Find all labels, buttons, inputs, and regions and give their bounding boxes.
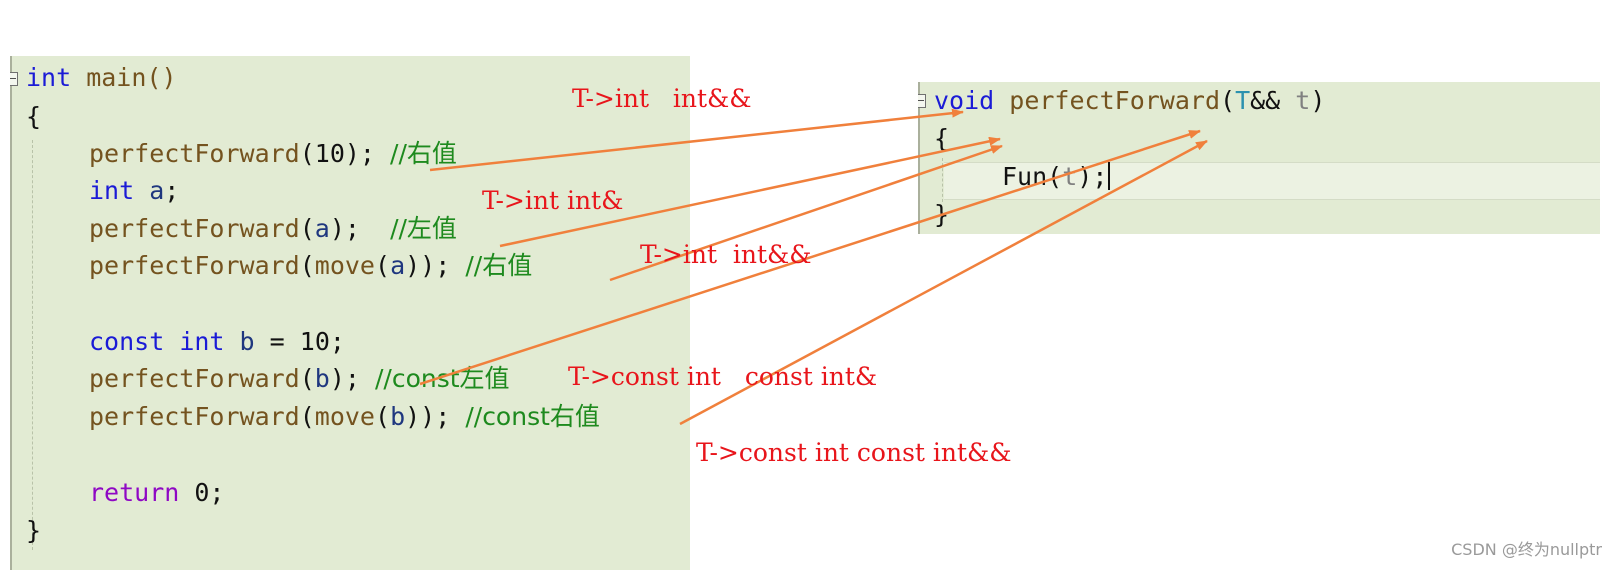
code-line-call-rvalue-literal: perfectForward(10); //右值 <box>89 135 457 173</box>
watermark: CSDN @终为nullptr <box>1451 540 1602 559</box>
arrow-move-a <box>609 144 1003 282</box>
current-line-highlight <box>944 162 1600 200</box>
keyword: return <box>89 478 180 507</box>
punctuation: )); <box>405 251 466 280</box>
fold-toggle-icon[interactable] <box>918 94 926 108</box>
code-line-call-move-b: perfectForward(move(b)); //const右值 <box>89 398 600 436</box>
keyword: int <box>89 176 135 205</box>
punctuation: && <box>1250 86 1296 115</box>
annotation-const-lvalue: T->const int const int& <box>568 362 877 392</box>
annotation-spacer <box>717 240 733 269</box>
code-line-close-brace: } <box>26 516 42 545</box>
annotation-move-b: T->const int const int&& <box>696 438 1012 468</box>
text-cursor <box>1108 162 1111 190</box>
annotation-lvalue: T->int int& <box>482 186 623 216</box>
variable-name: a <box>149 176 165 205</box>
function-name: main() <box>71 63 177 92</box>
variable-name: b <box>239 327 255 356</box>
punctuation: ); <box>329 214 391 243</box>
punctuation: )); <box>405 402 466 431</box>
code-line-open-brace: { <box>934 124 950 153</box>
punctuation: ) <box>1310 86 1326 115</box>
function-name: perfectForward <box>89 139 300 168</box>
annotation-param-type: const int&& <box>856 438 1012 467</box>
variable-name: a <box>390 251 406 280</box>
punctuation: ); <box>329 364 375 393</box>
param-name: t <box>1062 162 1078 191</box>
annotation-param-type: int& <box>566 186 624 215</box>
template-param: T <box>1235 86 1251 115</box>
function-name: perfectForward <box>89 364 300 393</box>
annotation-spacer <box>721 362 745 391</box>
punctuation: ( <box>375 402 391 431</box>
code-line-forward-signature: void perfectForward(T&& t) <box>934 82 1325 120</box>
code-comment: //右值 <box>465 251 533 280</box>
arrow-const-lvalue <box>419 129 1201 386</box>
punctuation: ( <box>299 251 315 280</box>
variable-name: b <box>314 364 330 393</box>
annotation-param-type: int&& <box>732 240 812 269</box>
code-comment: //const右值 <box>465 402 600 431</box>
main-code-panel: int main() { perfectForward(10); //右值 in… <box>10 56 690 570</box>
keyword: const <box>89 327 165 356</box>
annotation-deduced: T->const int <box>568 362 721 391</box>
annotation-move-a: T->int int&& <box>640 240 812 270</box>
annotation-deduced: T->const int <box>696 438 849 467</box>
annotation-param-type: int&& <box>672 84 752 113</box>
function-name: perfectForward <box>1009 86 1220 115</box>
punctuation: ( <box>299 402 315 431</box>
code-line-call-move-a: perfectForward(move(a)); //右值 <box>89 247 532 285</box>
arrow-move-b <box>679 139 1208 426</box>
keyword: int <box>26 63 72 92</box>
annotation-rvalue-literal: T->int int&& <box>572 84 752 114</box>
keyword: int <box>179 327 225 356</box>
code-line-return: return 0; <box>89 474 224 512</box>
function-name: move <box>314 402 375 431</box>
fold-toggle-icon[interactable] <box>10 72 18 86</box>
punctuation: ( <box>375 251 391 280</box>
indent-guide <box>32 140 33 550</box>
call-args: (10); <box>299 139 391 168</box>
code-comment: //const左值 <box>375 364 510 393</box>
variable-name: b <box>390 402 406 431</box>
code-line-declare-a: int a; <box>89 172 179 210</box>
param-name: t <box>1295 86 1311 115</box>
function-name: move <box>314 251 375 280</box>
arrow-rvalue-literal <box>429 108 964 172</box>
code-comment: //左值 <box>390 214 457 243</box>
annotation-spacer <box>649 84 673 113</box>
code-line-declare-b: const int b = 10; <box>89 323 345 361</box>
annotation-spacer <box>559 186 567 215</box>
annotation-deduced: T->int <box>572 84 649 113</box>
punctuation: ( <box>299 214 315 243</box>
code-line-call-const-lvalue: perfectForward(b); //const左值 <box>89 360 510 398</box>
function-name: perfectForward <box>89 251 300 280</box>
function-name: perfectForward <box>89 402 300 431</box>
arrow-lvalue <box>499 136 1001 248</box>
annotation-param-type: const int& <box>744 362 878 391</box>
indent-guide <box>942 158 943 202</box>
return-value: 0; <box>179 478 225 507</box>
variable-name: a <box>314 214 330 243</box>
function-name: perfectForward <box>89 214 300 243</box>
forward-code-panel: void perfectForward(T&& t) { Fun(t); } <box>918 82 1600 234</box>
annotation-spacer <box>849 438 857 467</box>
code-comment: //右值 <box>390 139 457 168</box>
punctuation: ( <box>1220 86 1236 115</box>
annotation-deduced: T->int <box>482 186 559 215</box>
punctuation: ( <box>299 364 315 393</box>
annotation-deduced: T->int <box>640 240 717 269</box>
code-line-open-brace: { <box>26 102 42 131</box>
assignment: = 10; <box>254 327 345 356</box>
code-line-call-lvalue: perfectForward(a); //左值 <box>89 210 457 248</box>
code-line-main-signature: int main() <box>26 59 177 97</box>
punctuation: ; <box>164 176 180 205</box>
keyword: void <box>934 86 995 115</box>
